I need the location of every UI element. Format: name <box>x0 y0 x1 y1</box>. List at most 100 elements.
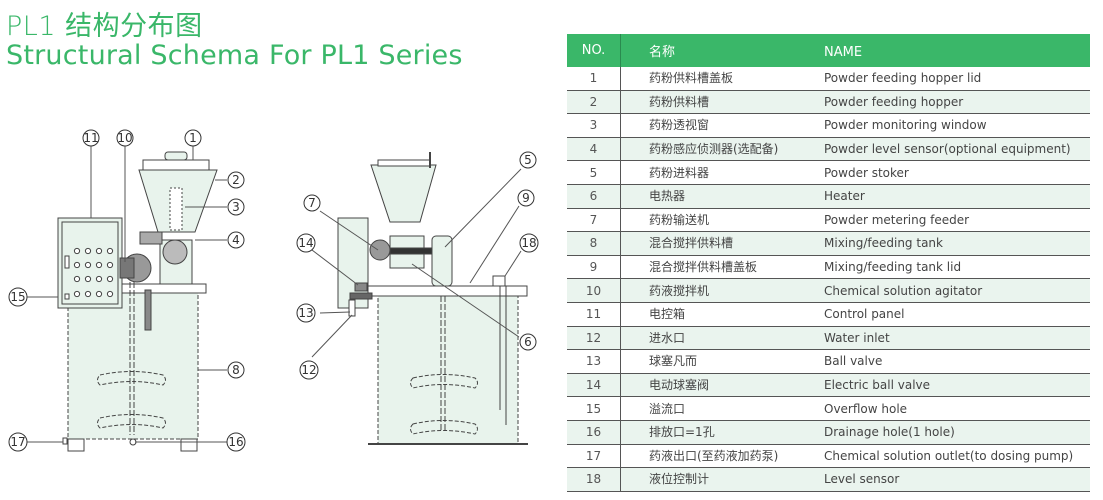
callout-16 <box>226 432 246 452</box>
callout-label: 13 <box>298 306 313 320</box>
cell-name-cn: 溢流口 <box>620 396 824 421</box>
callout-label: 8 <box>232 363 240 377</box>
side-hopper <box>370 164 437 223</box>
cell-name-cn: 药液搅拌机 <box>620 278 824 303</box>
cell-name-en: Powder stoker <box>824 160 1090 185</box>
header-name-en: NAME <box>824 45 863 60</box>
callout-12 <box>299 360 319 380</box>
cell-name-en: Level sensor <box>824 467 1090 492</box>
cell-name-cn: 排放口=1孔 <box>620 420 824 445</box>
cell-name-en: Chemical solution agitator <box>824 278 1090 303</box>
cell-no: 18 <box>567 467 621 492</box>
cell-no: 15 <box>567 396 621 421</box>
cell-name-cn: 药液出口(至药液加药泵) <box>620 444 824 469</box>
callout-1 <box>184 129 202 147</box>
cell-name-en: Drainage hole(1 hole) <box>824 420 1090 445</box>
cell-no: 4 <box>567 137 621 162</box>
cell-name-cn: 药粉供料槽盖板 <box>620 67 824 91</box>
cell-name-cn: 电热器 <box>620 184 824 209</box>
callout-label: 7 <box>308 196 316 210</box>
callout-13 <box>296 303 316 323</box>
cell-name-cn: 电控箱 <box>620 302 824 327</box>
cell-no: 16 <box>567 420 621 445</box>
cell-name-cn: 药粉透视窗 <box>620 113 824 138</box>
cell-name-en: Powder level sensor(optional equipment) <box>824 137 1090 162</box>
page-title-cn: PL1 结构分布图 <box>6 11 203 42</box>
callout-label: 18 <box>521 236 536 250</box>
cell-no: 8 <box>567 231 621 256</box>
cell-name-en: Electric ball valve <box>824 373 1090 398</box>
cell-name-cn: 药粉输送机 <box>620 208 824 233</box>
callout-label: 17 <box>10 435 25 449</box>
callout-label: 3 <box>232 200 240 214</box>
callout-2 <box>227 171 245 189</box>
cell-name-en: Powder feeding hopper lid <box>824 67 1090 91</box>
callout-5 <box>519 151 537 169</box>
cell-no: 10 <box>567 278 621 303</box>
callouts <box>8 129 539 452</box>
table-header-row: NO. 名称 NAME <box>567 34 1090 67</box>
cell-no: 7 <box>567 208 621 233</box>
callout-15 <box>8 287 28 307</box>
callout-label: 2 <box>232 173 240 187</box>
callout-label: 9 <box>522 191 530 205</box>
callout-label: 11 <box>83 131 98 145</box>
cell-name-cn: 混合搅拌供料槽盖板 <box>620 255 824 280</box>
cell-name-en: Powder metering feeder <box>824 208 1090 233</box>
cell-name-en: Chemical solution outlet(to dosing pump) <box>824 444 1090 469</box>
callout-label: 10 <box>117 131 132 145</box>
side-tank <box>377 295 519 445</box>
cell-name-cn: 药粉进料器 <box>620 160 824 185</box>
cell-name-cn: 液位控制计 <box>620 467 824 492</box>
callout-label: 12 <box>301 363 316 377</box>
cell-no: 12 <box>567 326 621 351</box>
header-no: NO. <box>567 34 621 67</box>
cell-no: 2 <box>567 90 621 115</box>
callout-label: 14 <box>298 236 313 250</box>
cell-name-en: Mixing/feeding tank lid <box>824 255 1090 280</box>
cell-no: 14 <box>567 373 621 398</box>
front-tank <box>67 292 199 440</box>
cell-name-cn: 电动球塞阀 <box>620 373 824 398</box>
cell-name-en: Powder feeding hopper <box>824 90 1090 115</box>
callout-7 <box>303 194 321 212</box>
cell-no: 1 <box>567 67 621 91</box>
cell-name-en: Powder monitoring window <box>824 113 1090 138</box>
page-title-en: Structural Schema For PL1 Series <box>6 40 463 71</box>
cell-name-en: Overflow hole <box>824 396 1090 421</box>
cell-no: 5 <box>567 160 621 185</box>
callout-11 <box>82 129 100 147</box>
cell-name-en: Ball valve <box>824 349 1090 374</box>
cell-no: 3 <box>567 113 621 138</box>
callout-18 <box>519 233 539 253</box>
cell-no: 11 <box>567 302 621 327</box>
cell-no: 9 <box>567 255 621 280</box>
structure-diagram: 11 10 1 2 3 4 15 8 17 16 5 7 9 14 18 13 … <box>0 100 560 496</box>
cell-name-en: Control panel <box>824 302 1090 327</box>
callout-label: 15 <box>10 290 25 304</box>
callout-14 <box>296 233 316 253</box>
callout-4 <box>227 231 245 249</box>
cell-name-en: Water inlet <box>824 326 1090 351</box>
callout-6 <box>519 333 537 351</box>
cell-no: 6 <box>567 184 621 209</box>
cell-name-cn: 混合搅拌供料槽 <box>620 231 824 256</box>
cell-no: 13 <box>567 349 621 374</box>
